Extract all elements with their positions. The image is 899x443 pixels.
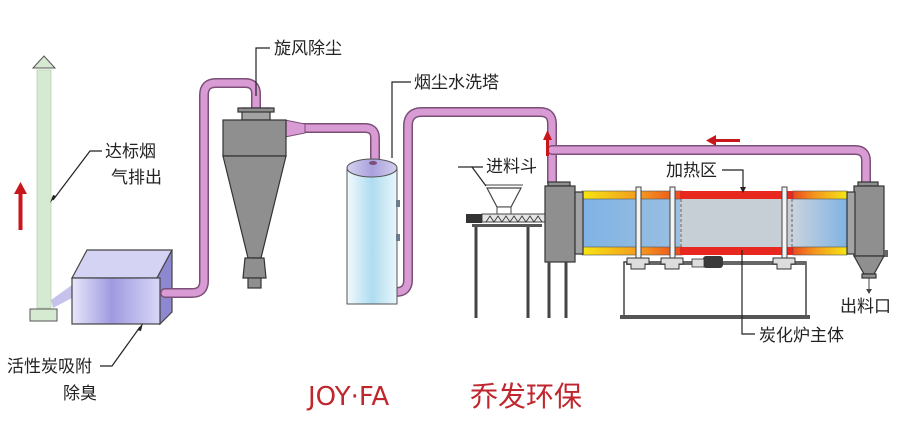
screw-motor xyxy=(466,214,482,223)
label-furnace-body: 炭化炉主体 xyxy=(759,326,844,346)
tyre-ring xyxy=(781,186,788,260)
tyre-ring xyxy=(635,186,642,260)
label-exhaust-line2: 气排出 xyxy=(111,168,162,188)
gas-pipes xyxy=(160,78,871,298)
cyclone-dust-collector xyxy=(222,107,287,289)
scrubber-nozzle xyxy=(396,200,400,207)
carbonization-kiln xyxy=(544,181,888,319)
drive-motor xyxy=(703,256,723,268)
left-arrow-icon xyxy=(706,135,740,146)
up-arrow-icon xyxy=(14,182,27,230)
heating-zone-band xyxy=(680,247,795,255)
up-arrow-icon xyxy=(543,130,552,156)
feed-hopper xyxy=(466,184,548,318)
label-outlet: 出料口 xyxy=(840,297,891,317)
support-roller xyxy=(660,257,684,270)
leader-lines xyxy=(50,47,755,367)
brand-english: JOY·FA xyxy=(306,382,389,412)
scrubber-tower xyxy=(346,158,400,305)
support-roller xyxy=(626,257,650,270)
tyre-ring xyxy=(669,186,676,260)
label-carbon-filter-line1: 活性炭吸附 xyxy=(7,357,92,377)
scrubber-nozzle xyxy=(396,234,400,241)
chimney-base xyxy=(29,308,58,322)
label-cyclone: 旋风除尘 xyxy=(274,39,342,59)
heating-zone-band xyxy=(680,191,795,199)
activated-carbon-filter xyxy=(70,249,174,326)
label-hopper: 进料斗 xyxy=(486,157,537,177)
label-carbon-filter-line2: 除臭 xyxy=(63,384,97,404)
brand-chinese: 乔发环保 xyxy=(470,380,582,413)
label-scrubber: 烟尘水洗塔 xyxy=(414,73,499,93)
support-roller xyxy=(772,257,796,270)
label-heating-zone: 加热区 xyxy=(666,161,717,181)
label-exhaust-line1: 达标烟 xyxy=(105,142,156,162)
chimney xyxy=(29,55,72,322)
